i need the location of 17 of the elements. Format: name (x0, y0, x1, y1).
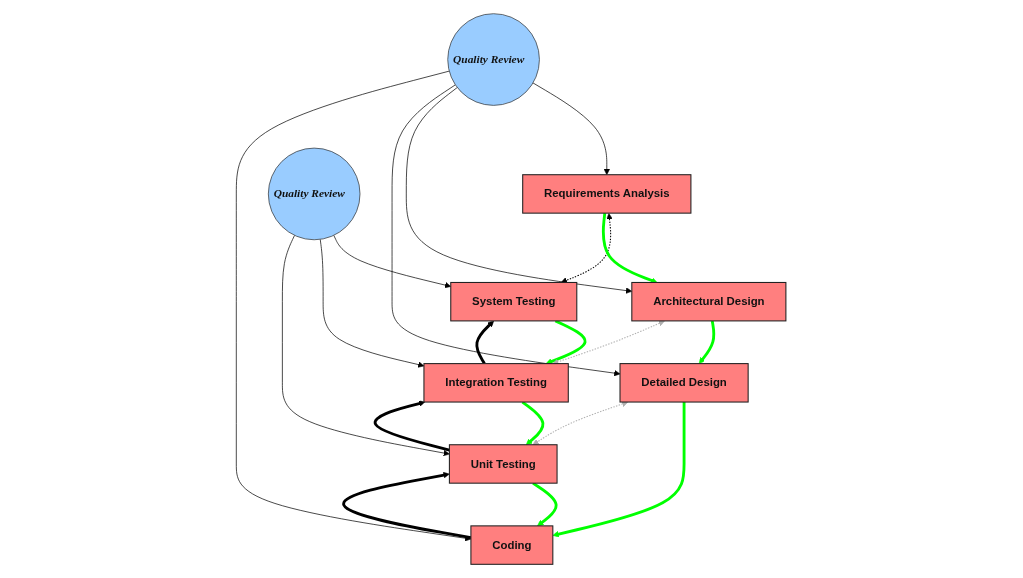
arrow (546, 319, 587, 365)
arrow (552, 320, 666, 365)
arrow (561, 213, 613, 284)
arrow (602, 213, 658, 284)
arrow (533, 401, 629, 445)
arrow (475, 320, 495, 365)
node-box: Coding (470, 525, 554, 565)
node-box: Architectural Design (631, 281, 787, 322)
arrow (699, 320, 716, 364)
node-box: Detailed Design (619, 363, 750, 403)
node-box: Unit Testing (449, 444, 558, 484)
node-box: Integration Testing (423, 363, 570, 403)
node-circle: Quality Review (268, 147, 361, 241)
node-circle: Quality Review (447, 13, 541, 106)
node-box: Requirements Analysis (522, 174, 692, 214)
arrow (342, 472, 472, 540)
node-box: System Testing (450, 281, 578, 322)
